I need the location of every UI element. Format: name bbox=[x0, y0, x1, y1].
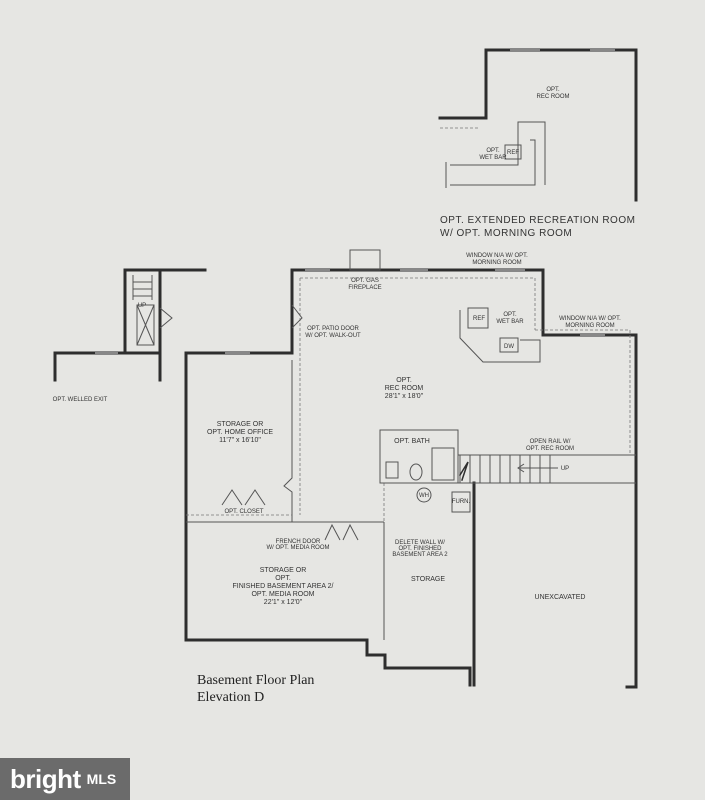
storage-media-label-5: 22'1" x 12'0" bbox=[264, 599, 303, 606]
furnace bbox=[451, 491, 471, 513]
window-top-label-2: MORNING ROOM bbox=[472, 260, 521, 266]
open-rail-label-2: OPT. REC ROOM bbox=[526, 446, 574, 452]
door-swing-icon bbox=[221, 304, 359, 541]
tub-icon bbox=[431, 447, 455, 481]
stair-arrow-icon bbox=[517, 463, 558, 473]
window-top-label-1: WINDOW N/A W/ OPT. bbox=[466, 253, 528, 259]
welled-exit: UP OPT. WELLED EXIT bbox=[53, 268, 207, 403]
storage-media-label-4: OPT. MEDIA ROOM bbox=[251, 591, 314, 598]
ext-caption-line-2: W/ OPT. MORNING ROOM bbox=[440, 228, 572, 239]
gas-fireplace-label-1: OPT. GAS bbox=[351, 278, 379, 284]
open-rail-label-1: OPEN RAIL W/ bbox=[530, 439, 571, 445]
ext-wet-bar-label-2: WET BAR bbox=[479, 155, 507, 161]
plan-subtitle: Elevation D bbox=[197, 690, 264, 705]
storage-office-label-1: STORAGE OR bbox=[217, 421, 264, 428]
extended-rec-room-option: OPT. REC ROOM REF OPT. WET BAR OPT. EXTE… bbox=[438, 48, 638, 239]
welled-exit-label: OPT. WELLED EXIT bbox=[53, 397, 108, 403]
window-right-label-2: MORNING ROOM bbox=[565, 323, 614, 329]
ext-rec-room-label-2: REC ROOM bbox=[537, 94, 570, 100]
ext-ref-label: REF bbox=[507, 150, 519, 156]
delete-wall-label-2: OPT. FINISHED bbox=[398, 546, 442, 552]
ref-label: REF bbox=[473, 316, 485, 322]
ext-caption-line-1: OPT. EXTENDED RECREATION ROOM bbox=[440, 215, 635, 226]
water-heater bbox=[416, 487, 432, 503]
patio-door-label-1: OPT. PATIO DOOR bbox=[307, 326, 359, 332]
wet-bar-label-1: OPT. bbox=[503, 312, 517, 318]
storage-media-label-2: OPT. bbox=[275, 575, 291, 582]
storage-label: STORAGE bbox=[411, 576, 445, 583]
delete-wall-label-3: BASEMENT AREA 2 bbox=[392, 552, 448, 558]
rec-room-label-1: OPT. bbox=[396, 377, 412, 384]
storage-office-label-2: OPT. HOME OFFICE bbox=[207, 429, 273, 436]
storage-office-label-3: 11'7" x 16'10" bbox=[219, 437, 261, 444]
stair-up-label: UP bbox=[561, 466, 569, 472]
welled-exit-up-label: UP bbox=[138, 303, 146, 309]
main-basement bbox=[184, 249, 638, 689]
watermark-mls: MLS bbox=[86, 771, 117, 787]
watermark-brand: bright bbox=[10, 763, 81, 794]
storage-media-label-1: STORAGE OR bbox=[260, 567, 307, 574]
french-door-label-2: W/ OPT. MEDIA ROOM bbox=[266, 545, 329, 551]
closet-label: OPT. CLOSET bbox=[224, 509, 263, 515]
dw-label: DW bbox=[504, 344, 514, 350]
ext-rec-room-label-1: OPT. bbox=[546, 87, 560, 93]
wet-bar-label-2: WET BAR bbox=[496, 319, 524, 325]
bath-label: OPT. BATH bbox=[394, 438, 430, 445]
stairs bbox=[458, 454, 558, 484]
gas-fireplace-label-2: FIREPLACE bbox=[348, 285, 381, 291]
ext-wet-bar-label-1: OPT. bbox=[486, 148, 500, 154]
fireplace bbox=[349, 249, 381, 271]
rec-room-label-2: REC ROOM bbox=[385, 385, 424, 392]
bright-mls-watermark: bright MLS bbox=[0, 758, 130, 800]
plan-title: Basement Floor Plan bbox=[197, 673, 314, 688]
storage-media-label-3: FINISHED BASEMENT AREA 2/ bbox=[232, 583, 333, 590]
furn-label: FURN. bbox=[452, 499, 471, 505]
window-right-label-1: WINDOW N/A W/ OPT. bbox=[559, 316, 621, 322]
wh-label: WH bbox=[419, 493, 429, 499]
delete-wall-label-1: DELETE WALL W/ bbox=[395, 540, 445, 546]
unexcavated-label: UNEXCAVATED bbox=[535, 594, 586, 601]
toilet-icon bbox=[409, 463, 423, 481]
patio-door-label-2: W/ OPT. WALK-OUT bbox=[305, 333, 361, 339]
french-door-label-1: FRENCH DOOR bbox=[276, 539, 321, 545]
rec-room-label-3: 28'1" x 18'0" bbox=[385, 393, 424, 400]
